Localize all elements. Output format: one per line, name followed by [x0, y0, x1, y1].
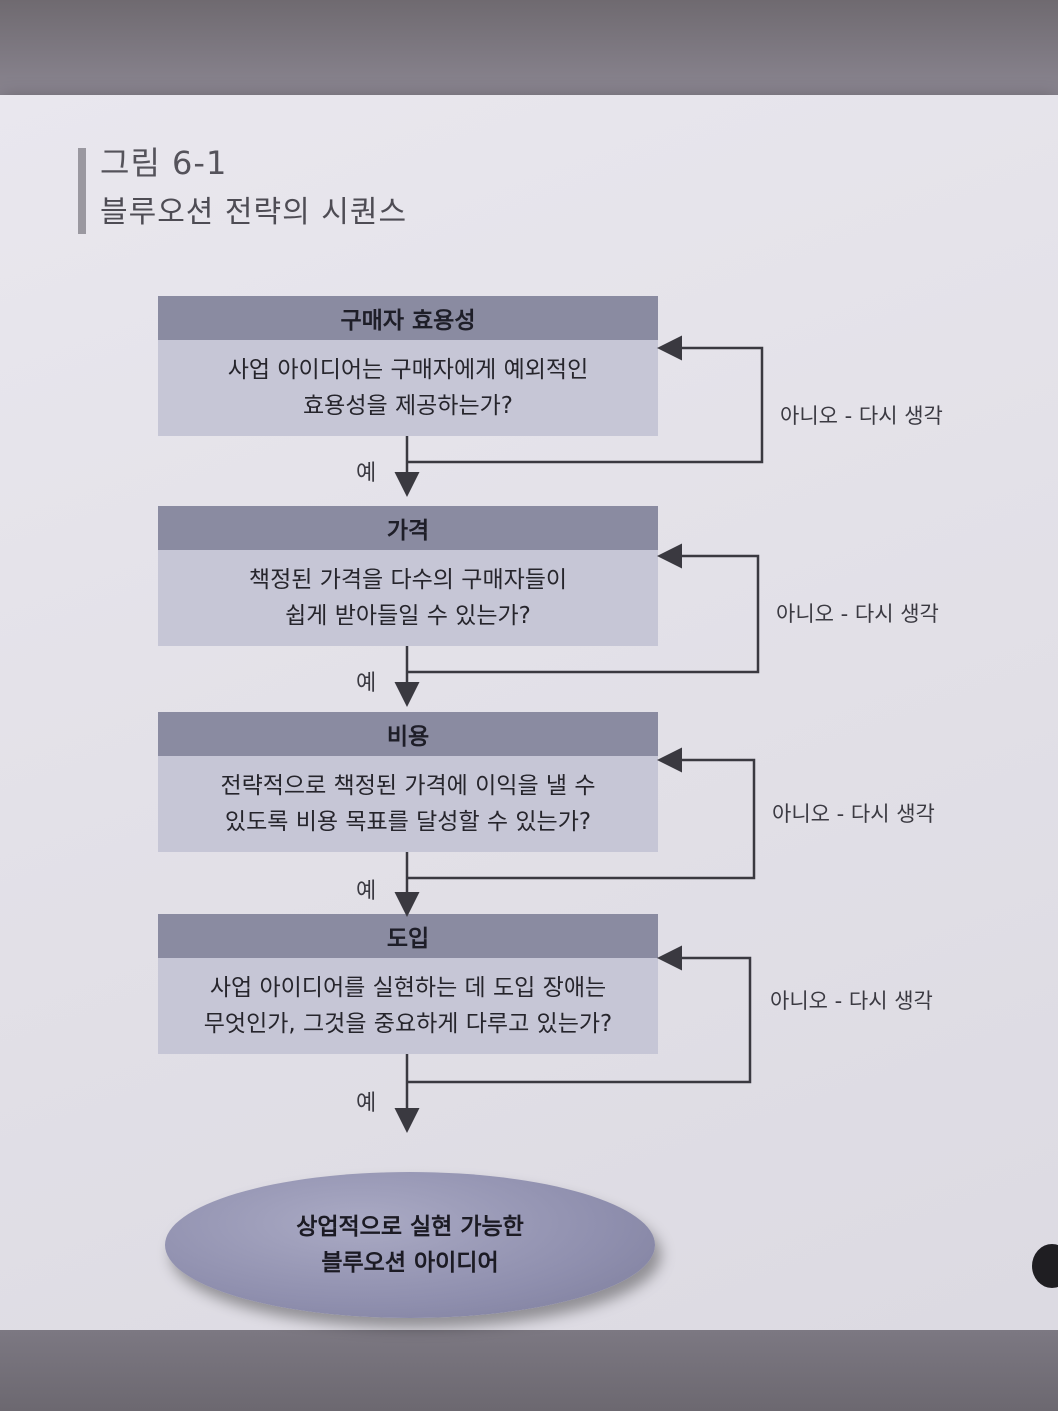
step-4-header: 도입	[158, 914, 658, 958]
step-2-no-label: 아니오 - 다시 생각	[776, 602, 939, 626]
step-3-question: 전략적으로 책정된 가격에 이익을 낼 수 있도록 비용 목표를 달성할 수 있…	[158, 756, 658, 852]
no-loop-arrow-2	[407, 543, 760, 674]
no-loop-arrow-1	[407, 335, 764, 464]
step-2-question-line1: 책정된 가격을 다수의 구매자들이	[248, 567, 568, 593]
step-2-question-line2: 쉽게 받아들일 수 있는가?	[285, 603, 531, 629]
title-accent-bar	[78, 148, 86, 234]
figure-title: 블루오션 전략의 시퀀스	[100, 195, 408, 230]
background-top	[0, 0, 1058, 95]
step-2-question: 책정된 가격을 다수의 구매자들이 쉽게 받아들일 수 있는가?	[158, 550, 658, 646]
background-bottom	[0, 1330, 1058, 1411]
step-1-question: 사업 아이디어는 구매자에게 예외적인 효용성을 제공하는가?	[158, 340, 658, 436]
result-ellipse: 상업적으로 실현 가능한 블루오션 아이디어	[165, 1172, 655, 1318]
step-2-header: 가격	[158, 506, 658, 550]
binder-ring	[1032, 1244, 1058, 1288]
step-1-question-line2: 효용성을 제공하는가?	[303, 393, 513, 419]
step-4-yes-label: 예	[356, 1091, 377, 1116]
step-1-no-label: 아니오 - 다시 생각	[780, 404, 943, 428]
step-4-question: 사업 아이디어를 실현하는 데 도입 장애는 무엇인가, 그것을 중요하게 다루…	[158, 958, 658, 1054]
step-3-question-line1: 전략적으로 책정된 가격에 이익을 낼 수	[220, 773, 596, 799]
step-3-yes-label: 예	[356, 879, 377, 904]
result-line1: 상업적으로 실현 가능한	[296, 1214, 524, 1240]
step-4-question-line1: 사업 아이디어를 실현하는 데 도입 장애는	[209, 975, 607, 1001]
step-4-question-line2: 무엇인가, 그것을 중요하게 다루고 있는가?	[203, 1011, 613, 1037]
step-4-no-label: 아니오 - 다시 생각	[770, 989, 933, 1013]
step-2-yes-label: 예	[356, 671, 377, 696]
no-loop-arrow-4	[407, 945, 752, 1084]
step-1-header: 구매자 효용성	[158, 296, 658, 340]
result-line2: 블루오션 아이디어	[321, 1250, 499, 1276]
step-1-question-line1: 사업 아이디어는 구매자에게 예외적인	[227, 357, 589, 383]
figure-label: 그림 6-1	[100, 144, 228, 182]
no-loop-arrow-3	[407, 747, 756, 880]
step-3-header: 비용	[158, 712, 658, 756]
step-3-no-label: 아니오 - 다시 생각	[772, 802, 935, 826]
step-3-question-line2: 있도록 비용 목표를 달성할 수 있는가?	[224, 809, 592, 835]
step-1-yes-label: 예	[356, 461, 377, 486]
